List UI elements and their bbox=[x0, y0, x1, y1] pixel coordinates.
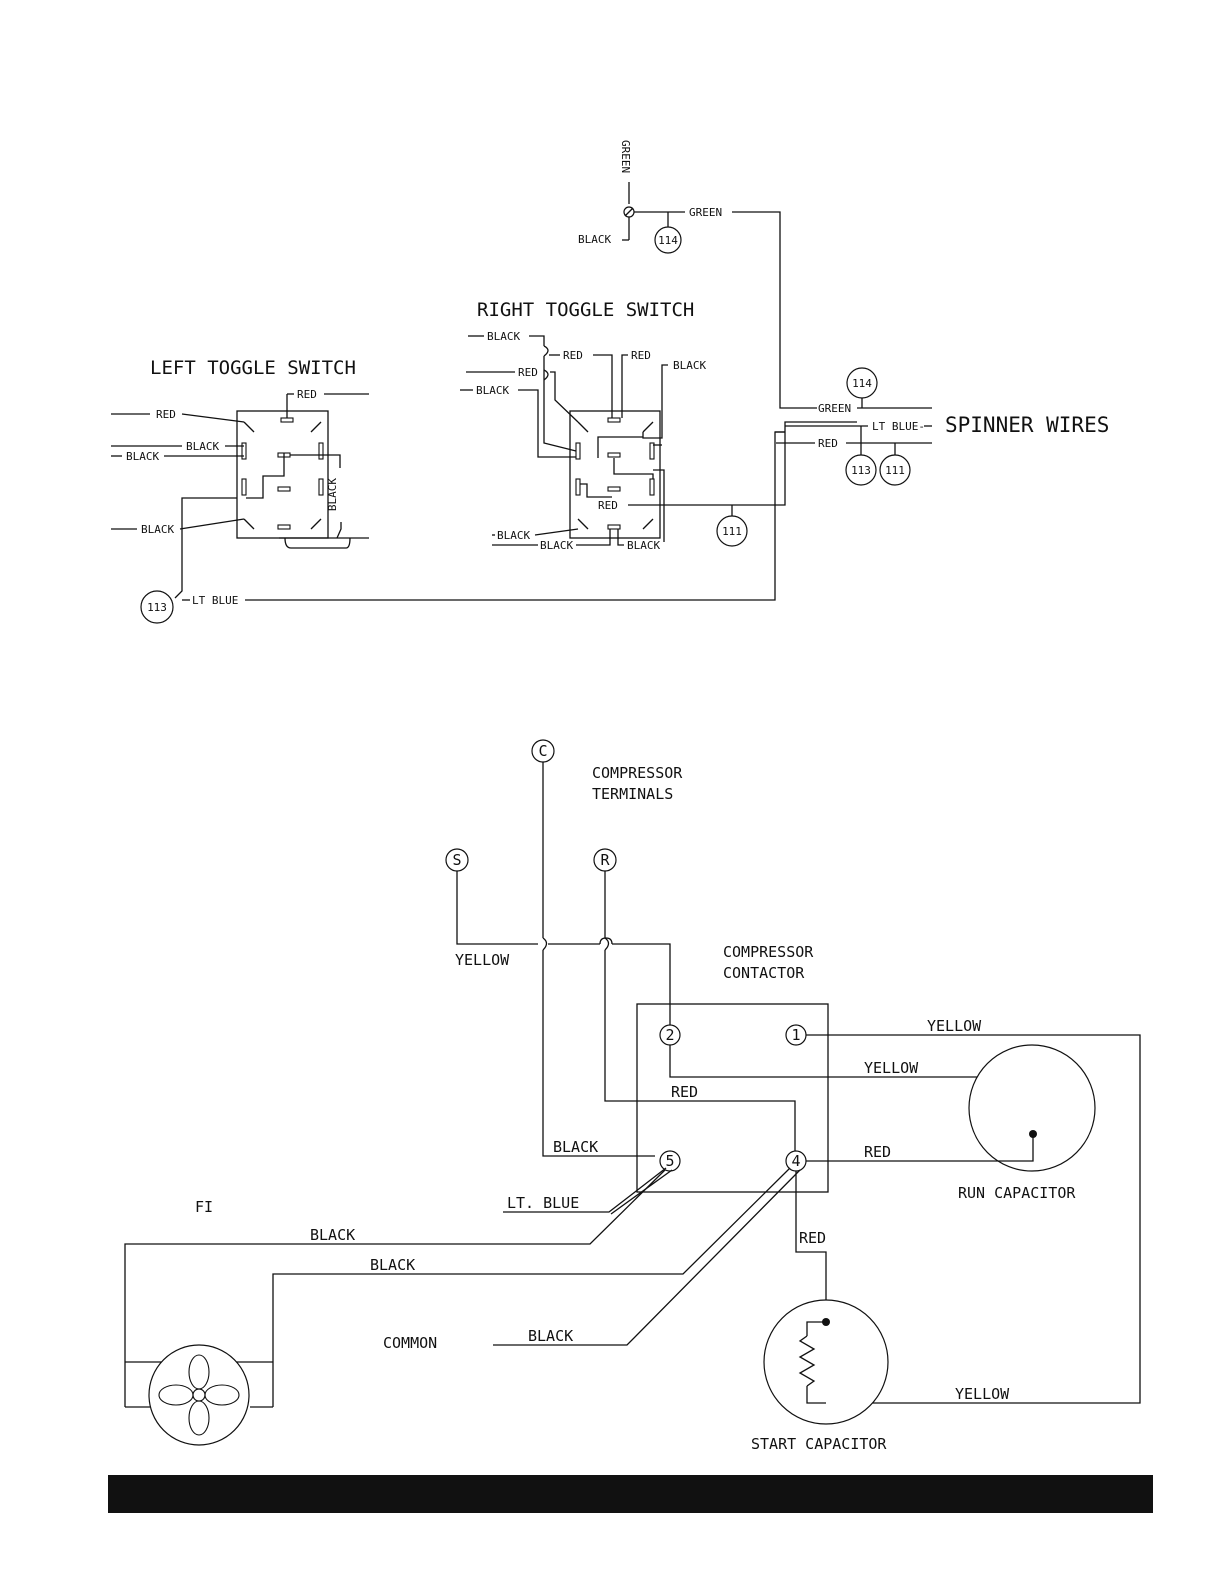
fan-fragment-label: FI bbox=[195, 1198, 213, 1216]
run-capacitor-label: RUN CAPACITOR bbox=[958, 1184, 1076, 1202]
connector-114-spinner-label: 114 bbox=[852, 377, 872, 390]
fan-icon bbox=[125, 1344, 273, 1446]
contactor-terminal-1-label: 1 bbox=[791, 1026, 800, 1044]
contactor-body bbox=[636, 1003, 829, 1193]
connector-113-left bbox=[140, 590, 174, 624]
left-switch-body bbox=[236, 410, 329, 539]
contactor-terminal-4-label: 4 bbox=[791, 1152, 800, 1170]
left-black-label-2: BLACK bbox=[126, 450, 159, 463]
connector-113-spinner-label: 113 bbox=[851, 464, 871, 477]
common-label: COMMON bbox=[383, 1334, 437, 1352]
lt-blue-contactor-label: LT. BLUE bbox=[507, 1194, 579, 1212]
red-start-label: RED bbox=[799, 1229, 826, 1247]
green-top-label: GREEN bbox=[689, 206, 722, 219]
terminal-r-label: R bbox=[600, 851, 610, 869]
right-black-label-2: BLACK bbox=[476, 384, 509, 397]
connector-111-mid-label: 111 bbox=[722, 525, 742, 538]
fan-black-label-1: BLACK bbox=[310, 1226, 355, 1244]
spinner-wires-title: SPINNER WIRES bbox=[945, 413, 1109, 437]
connector-111-spinner-label: 111 bbox=[885, 464, 905, 477]
start-capacitor bbox=[763, 1299, 889, 1425]
contactor-line1: COMPRESSOR bbox=[723, 943, 814, 961]
connector-111-spinner bbox=[879, 454, 911, 486]
connector-111-mid bbox=[716, 515, 748, 547]
left-black-vertical-label: BLACK bbox=[326, 478, 339, 511]
r-red-label: RED bbox=[671, 1083, 698, 1101]
common-black-label: BLACK bbox=[528, 1327, 573, 1345]
right-black-label-6: BLACK bbox=[540, 539, 573, 552]
start-yellow-label: YELLOW bbox=[955, 1385, 1010, 1403]
compressor-terminals-line2: TERMINALS bbox=[592, 785, 673, 803]
right-black-label-7: BLACK bbox=[627, 539, 660, 552]
left-red-label: RED bbox=[156, 408, 176, 421]
footer-bar bbox=[108, 1475, 1153, 1513]
contactor-terminal-2-label: 2 bbox=[665, 1026, 674, 1044]
spinner-ltblue-label: LT BLUE- bbox=[872, 420, 925, 433]
spinner-green-label: GREEN bbox=[818, 402, 851, 415]
right-black-label-4: BLACK bbox=[673, 359, 706, 372]
compressor-section: COMPRESSOR TERMINALS C S R YELLOW COMPRE… bbox=[124, 739, 1141, 1453]
spinner-wires: 114 GREEN LT BLUE- RED 113 111 SPINNER W… bbox=[775, 367, 1109, 486]
lt-blue-bottom-label: LT BLUE bbox=[192, 594, 238, 607]
green-vertical-label: GREEN bbox=[619, 140, 632, 173]
connector-113-left-label: 113 bbox=[147, 601, 167, 614]
red-4-label: RED bbox=[864, 1143, 891, 1161]
left-toggle-switch: LEFT TOGGLE SWITCH RED BLACK BLACK BLACK… bbox=[111, 357, 785, 624]
compressor-terminals-line1: COMPRESSOR bbox=[592, 764, 683, 782]
terminal-s-label: S bbox=[452, 851, 461, 869]
contactor-line2: CONTACTOR bbox=[723, 964, 805, 982]
right-black-label-5: BLACK bbox=[497, 529, 530, 542]
right-switch-body bbox=[569, 410, 661, 539]
contactor-terminal-5-label: 5 bbox=[665, 1152, 674, 1170]
left-red-top-label: RED bbox=[297, 388, 317, 401]
terminal-c-label: C bbox=[538, 742, 547, 760]
right-red-label-2: RED bbox=[631, 349, 651, 362]
yellow-2-label: YELLOW bbox=[864, 1059, 919, 1077]
yellow-1-label: YELLOW bbox=[927, 1017, 982, 1035]
left-black-label-1: BLACK bbox=[186, 440, 219, 453]
right-toggle-title: RIGHT TOGGLE SWITCH bbox=[477, 299, 694, 321]
connector-114-top-label: 114 bbox=[658, 234, 678, 247]
ground-section: GREEN BLACK 114 GREEN bbox=[578, 140, 817, 409]
run-capacitor bbox=[968, 1044, 1096, 1172]
connector-114-top bbox=[654, 226, 682, 254]
c-black-label: BLACK bbox=[553, 1138, 598, 1156]
right-red-label-3: RED bbox=[518, 366, 538, 379]
left-toggle-title: LEFT TOGGLE SWITCH bbox=[150, 357, 356, 379]
right-black-label-1: BLACK bbox=[487, 330, 520, 343]
right-red-label-4: RED bbox=[598, 499, 618, 512]
s-yellow-label: YELLOW bbox=[455, 951, 510, 969]
right-red-label-1: RED bbox=[563, 349, 583, 362]
left-black-label-3: BLACK bbox=[141, 523, 174, 536]
start-capacitor-label: START CAPACITOR bbox=[751, 1435, 887, 1453]
right-toggle-switch: RIGHT TOGGLE SWITCH BLACK RED RED RED BL… bbox=[460, 299, 857, 552]
fan-black-label-2: BLACK bbox=[370, 1256, 415, 1274]
connector-113-spinner bbox=[845, 454, 877, 486]
black-ground-label: BLACK bbox=[578, 233, 611, 246]
spinner-red-label: RED bbox=[818, 437, 838, 450]
